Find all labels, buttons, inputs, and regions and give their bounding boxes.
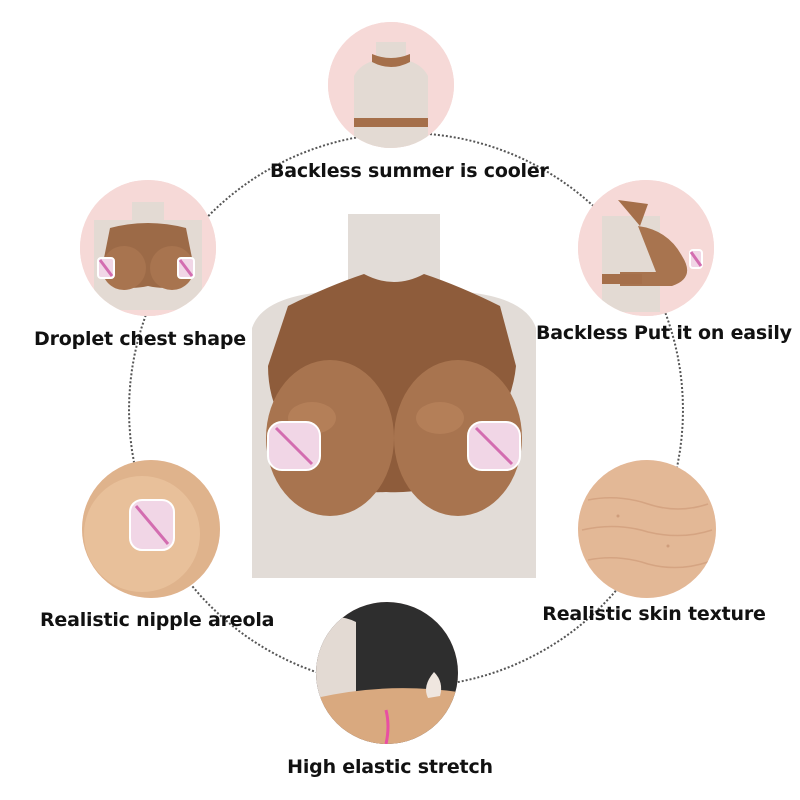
breast-form-product-image <box>252 208 536 578</box>
nipple-areola-closeup-image <box>82 460 220 598</box>
feature-label-backless-summer: Backless summer is cooler <box>270 160 549 182</box>
backless-side-view-image <box>578 180 714 316</box>
feature-label-backless-put-on: Backless Put it on easily <box>536 322 792 344</box>
feature-label-skin-texture: Realistic skin texture <box>542 603 766 625</box>
feature-label-nipple-areola: Realistic nipple areola <box>40 609 275 631</box>
skin-texture-closeup-image <box>578 460 716 598</box>
backless-back-view-image <box>328 22 454 148</box>
feature-label-droplet-chest: Droplet chest shape <box>34 328 246 350</box>
elastic-stretch-image <box>316 602 458 744</box>
droplet-chest-shape-image <box>80 180 216 316</box>
feature-label-elastic-stretch: High elastic stretch <box>287 756 493 778</box>
